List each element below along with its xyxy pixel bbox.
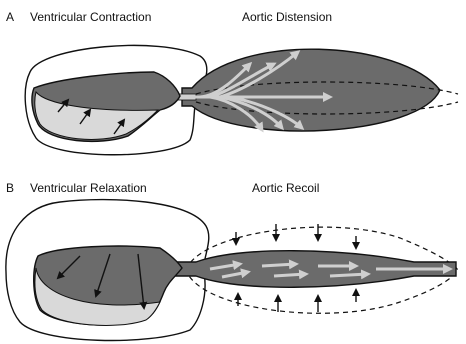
panel-a-left-label: Ventricular Contraction [30,10,151,24]
panel-a: A Ventricular Contraction Aortic Distens… [6,10,458,155]
panel-a-letter: A [6,10,14,24]
recoil-arrows-bottom [238,290,356,312]
panel-a-right-label: Aortic Distension [242,10,332,24]
panel-b: B Ventricular Relaxation Aortic Recoil [6,181,458,340]
panel-b-letter: B [6,181,14,195]
panel-b-left-label: Ventricular Relaxation [30,181,147,195]
panel-b-right-label: Aortic Recoil [252,181,319,195]
